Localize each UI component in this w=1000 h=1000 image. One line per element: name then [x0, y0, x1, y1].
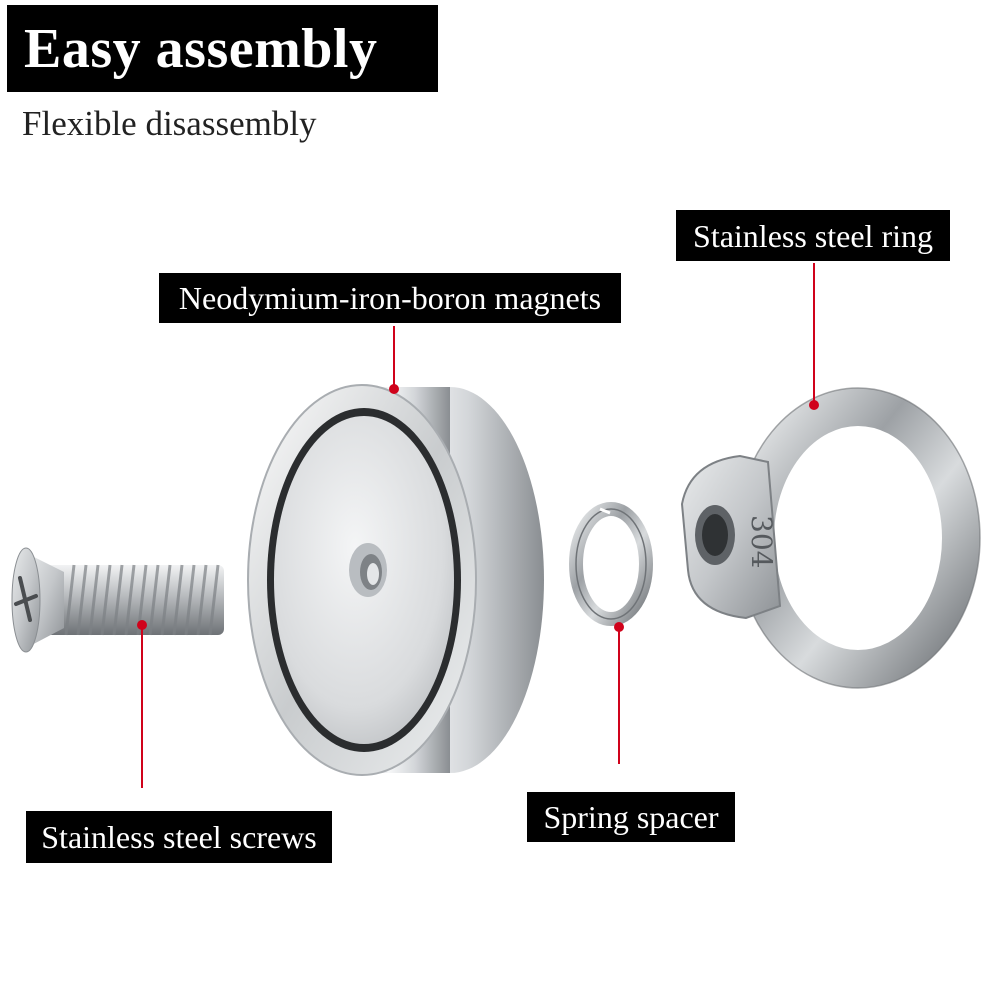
page-title: Easy assembly — [7, 5, 438, 92]
screw-icon — [11, 547, 224, 653]
spring-washer-icon — [569, 502, 653, 626]
screws-label: Stainless steel screws — [26, 811, 332, 863]
leader-lines — [137, 263, 819, 788]
magnet-icon — [247, 384, 544, 776]
ring-label: Stainless steel ring — [676, 210, 950, 261]
page-subtitle: Flexible disassembly — [22, 104, 317, 143]
spacer-label: Spring spacer — [527, 792, 735, 842]
ring-stamp: 304 — [745, 515, 778, 568]
magnet-label: Neodymium-iron-boron magnets — [159, 273, 621, 323]
eye-nut-ring-icon: 304 — [680, 387, 981, 689]
